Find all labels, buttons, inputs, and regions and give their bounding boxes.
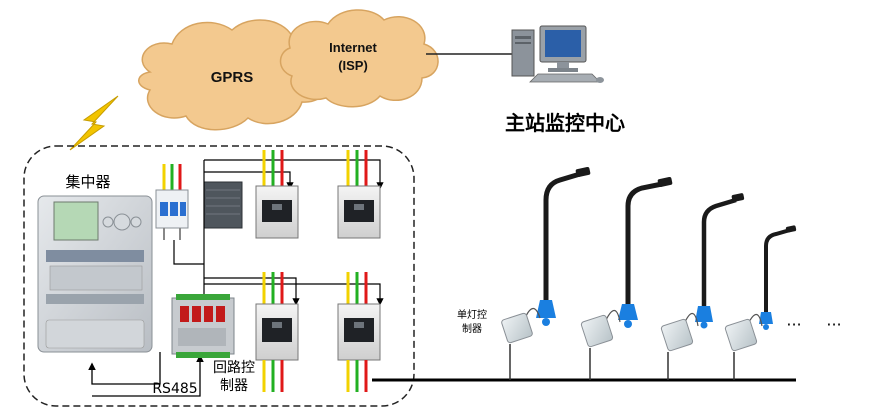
single-lamp-controller-3	[660, 312, 699, 380]
street-lamp-4	[759, 225, 797, 330]
circuit-breaker	[155, 164, 189, 240]
internet-cloud: Internet (ISP)	[279, 9, 439, 108]
single-lamp-controller-2	[580, 309, 621, 380]
single-lamp-controller-4	[724, 313, 763, 380]
street-lamp-2	[618, 177, 673, 328]
power-supply	[203, 181, 243, 229]
more-lamps-ellipsis-1: ···	[786, 315, 801, 334]
gprs-label: GPRS	[211, 69, 254, 86]
internet-label: Internet	[329, 40, 377, 55]
rs485-label: RS485	[152, 381, 197, 397]
street-lamp-1	[536, 167, 591, 326]
control-cabinet-boundary	[23, 145, 415, 407]
isp-label: (ISP)	[338, 58, 368, 73]
contactor-2	[337, 150, 381, 239]
rs485-to-concentrator	[88, 352, 161, 385]
single-lamp-controller-1	[501, 307, 541, 380]
concentrator-device	[37, 195, 153, 353]
contactor-4	[337, 272, 381, 392]
loop-controller-device	[171, 294, 235, 358]
single-lamp-controller-label-line1: 单灯控	[457, 308, 487, 321]
more-lamps-ellipsis-2: ···	[826, 315, 841, 334]
rs485-to-loop-controller	[92, 354, 204, 397]
contactor-3	[255, 272, 299, 392]
concentrator-label: 集中器	[65, 173, 110, 191]
single-lamp-controller-label-line2: 制器	[462, 322, 482, 335]
computer-icon	[511, 25, 604, 83]
street-lamp-3	[695, 193, 745, 329]
contactor-1	[255, 150, 299, 239]
loop-controller-label-line2: 制器	[220, 378, 248, 394]
lightning-icon	[69, 95, 119, 151]
loop-controller-label-line1: 回路控	[213, 360, 255, 376]
master-station-label: 主站监控中心	[505, 111, 625, 135]
